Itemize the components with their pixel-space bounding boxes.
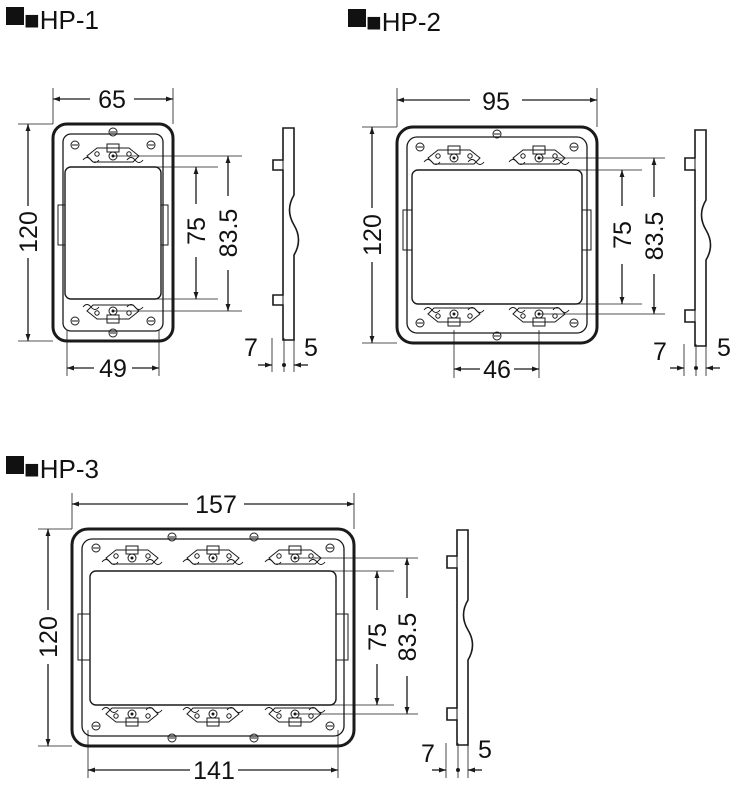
hp3-front-view [70,527,356,748]
hp1-side-view: 7 5 [244,127,318,372]
hp3-height-label: 120 [35,616,63,658]
hp2-side-view: 7 5 [653,129,731,376]
title-square-hp3 [6,456,24,474]
hp2-depth-left-label: 7 [653,338,667,366]
title-square-hp2 [348,9,366,27]
hp2-width-label: 95 [482,88,510,116]
hp2-group: ■HP-2 95 120 [348,7,731,384]
hp2-depth-right-label: 5 [717,334,731,362]
title-hp2: ■HP-2 [366,7,441,37]
hp2-height-label: 120 [359,214,387,256]
hp1-group: ■HP-1 65 120 [6,5,318,383]
title-hp1: ■HP-1 [24,5,99,35]
hp3-group: ■HP-3 157 [6,454,492,785]
hp3-side-view: 7 5 [421,529,492,778]
title-square-hp1 [6,7,24,25]
hp3-hole-pitch-label: 83.5 [394,613,422,662]
hp1-depth-left-label: 7 [244,334,258,362]
hp1-inner-height-label: 75 [183,217,211,245]
hp3-depth-right-label: 5 [478,736,492,764]
hp2-dimensions: 95 120 75 83.5 46 [359,88,669,384]
hp1-height-label: 120 [15,211,43,253]
hp2-front-view [395,125,599,345]
title-hp3: ■HP-3 [24,454,99,484]
hp1-bottom-width-label: 49 [99,355,127,383]
hp3-dimensions: 157 120 75 83.5 141 [35,491,422,785]
hp3-width-label: 157 [195,491,237,519]
hp1-width-label: 65 [98,86,126,114]
hp1-dimensions: 65 120 75 83.5 49 [15,86,243,383]
hp2-bottom-width-label: 46 [483,356,511,384]
hp3-bottom-width-label: 141 [193,757,235,785]
hp2-hole-pitch-label: 83.5 [641,212,669,261]
hp1-hole-pitch-label: 83.5 [215,209,243,258]
hp2-inner-height-label: 75 [609,221,637,249]
hp3-depth-left-label: 7 [421,740,435,768]
hp1-front-view [51,122,175,343]
hp1-depth-right-label: 5 [304,334,318,362]
hp3-inner-height-label: 75 [364,623,392,651]
